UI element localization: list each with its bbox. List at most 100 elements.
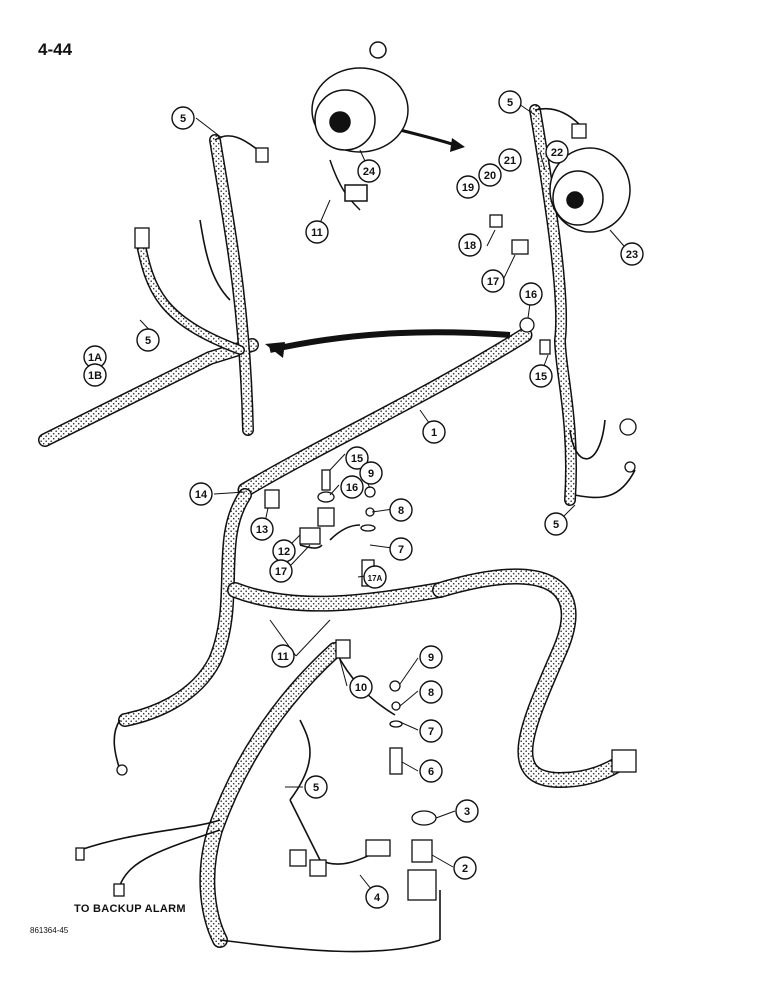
callout-circle [529, 364, 553, 388]
callout-circle [458, 233, 482, 257]
callout-label: 5 [180, 113, 186, 125]
callout-circle [389, 498, 413, 522]
callout-label: 1B [88, 370, 102, 382]
callout-circle [171, 106, 195, 130]
callout-5: 5 [304, 775, 328, 799]
caption-to-backup-alarm: TO BACKUP ALARM [74, 903, 186, 915]
callout-7: 7 [389, 537, 413, 561]
callout-label: 5 [507, 97, 513, 109]
callout-circle [453, 856, 477, 880]
callout-circle [357, 159, 381, 183]
callout-1B: 1B [83, 363, 107, 387]
callout-circle [478, 163, 502, 187]
callout-6: 6 [419, 759, 443, 783]
callout-label: 16 [346, 482, 358, 494]
callout-circle [269, 559, 293, 583]
callouts: 52411521201922182317161551A1B11591681413… [83, 90, 644, 909]
callout-label: 7 [428, 726, 434, 738]
callout-label: 5 [145, 335, 151, 347]
callout-label: 17A [368, 574, 383, 583]
wires [79, 107, 636, 953]
callout-circle [545, 140, 569, 164]
callout-label: 22 [551, 147, 563, 159]
callout-circle [136, 328, 160, 352]
callout-9: 9 [419, 645, 443, 669]
alternator-arrow [399, 128, 456, 147]
callout-circle [544, 512, 568, 536]
callout-24: 24 [357, 159, 381, 183]
callout-label: 13 [256, 524, 268, 536]
loom-right-loop [432, 568, 633, 789]
callout-circle [305, 220, 329, 244]
callout-circle [419, 680, 443, 704]
callout-8: 8 [389, 498, 413, 522]
callout-circle [498, 148, 522, 172]
callout-circle [363, 565, 387, 589]
callout-17: 17 [481, 269, 505, 293]
callout-label: 8 [398, 505, 404, 517]
pointer-arrow [269, 329, 511, 353]
callout-label: 14 [195, 489, 208, 501]
callout-label: 2 [462, 863, 468, 875]
callout-circle [271, 644, 295, 668]
callout-label: 3 [464, 806, 470, 818]
callout-22: 22 [545, 140, 569, 164]
callout-circle [455, 799, 479, 823]
callout-19: 19 [456, 175, 480, 199]
callout-label: 19 [462, 182, 474, 194]
callout-15: 15 [529, 364, 553, 388]
callout-label: 23 [626, 249, 638, 261]
callout-label: 1A [88, 352, 102, 364]
callout-circle [250, 517, 274, 541]
callout-label: 11 [277, 651, 289, 663]
callout-circle [481, 269, 505, 293]
callout-circle [345, 446, 369, 470]
callout-circle [620, 242, 644, 266]
callout-9: 9 [359, 461, 383, 485]
callout-17A: 17A [363, 565, 387, 589]
callout-circle [519, 282, 543, 306]
callout-circle [340, 475, 364, 499]
callout-5: 5 [498, 90, 522, 114]
callout-circle [349, 675, 373, 699]
callout-15: 15 [345, 446, 369, 470]
callout-4: 4 [365, 885, 389, 909]
callout-16: 16 [340, 475, 364, 499]
callout-14: 14 [189, 482, 213, 506]
callout-circle [304, 775, 328, 799]
callout-label: 9 [368, 468, 374, 480]
callout-20: 20 [478, 163, 502, 187]
callout-circle [365, 885, 389, 909]
callout-circle [419, 759, 443, 783]
callout-label: 6 [428, 766, 434, 778]
callout-label: 12 [278, 546, 290, 558]
arrow-head [265, 342, 285, 358]
footer-code: 861364-45 [30, 926, 69, 935]
callout-label: 5 [313, 782, 319, 794]
callout-17: 17 [269, 559, 293, 583]
callout-label: 21 [504, 155, 516, 167]
callout-circle [456, 175, 480, 199]
callout-21: 21 [498, 148, 522, 172]
page-number: 4-44 [38, 40, 73, 59]
callout-circle [498, 90, 522, 114]
callout-circle [422, 420, 446, 444]
callout-circle [419, 719, 443, 743]
callout-label: 1 [431, 427, 437, 439]
callout-circle [419, 645, 443, 669]
alternator-23 [549, 147, 631, 233]
callout-5: 5 [544, 512, 568, 536]
callout-label: 17 [487, 276, 499, 288]
callout-label: 15 [351, 453, 363, 465]
callout-23: 23 [620, 242, 644, 266]
callout-circle [83, 363, 107, 387]
callout-2: 2 [453, 856, 477, 880]
callout-13: 13 [250, 517, 274, 541]
callout-7: 7 [419, 719, 443, 743]
callout-1: 1 [422, 420, 446, 444]
callout-circle [389, 537, 413, 561]
callout-label: 5 [553, 519, 559, 531]
callout-11: 11 [271, 644, 295, 668]
callout-label: 11 [311, 227, 323, 239]
callout-5: 5 [171, 106, 195, 130]
